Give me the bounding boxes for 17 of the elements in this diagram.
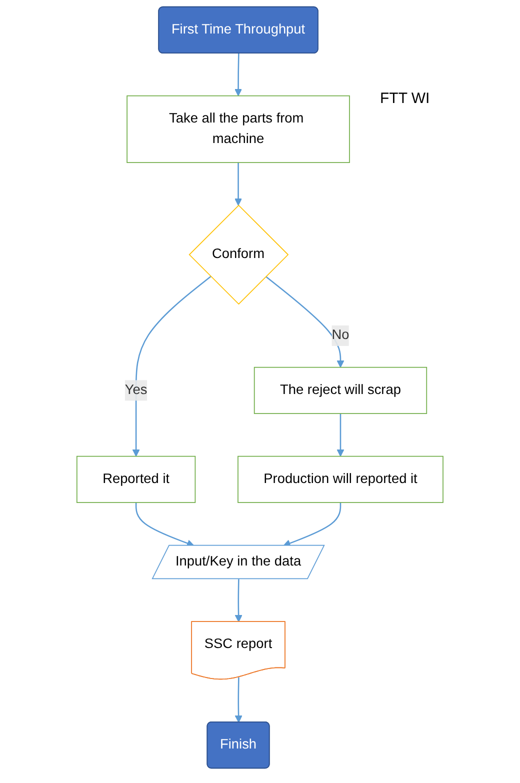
arrow: [283, 502, 342, 547]
node-box: Production will reported it: [238, 456, 444, 503]
node-box: The reject will scrap: [254, 366, 428, 414]
arrow: [234, 579, 242, 622]
arrow: [234, 53, 242, 96]
arrow: [135, 502, 194, 547]
note-text: FTT WI: [380, 90, 430, 107]
arrow: [234, 677, 242, 723]
node-box: Take all the parts from machine: [126, 95, 350, 163]
edge-label: No: [332, 328, 350, 343]
arrow: [336, 414, 344, 457]
edge-label: Yes: [124, 382, 148, 398]
arrow: [234, 162, 242, 206]
arrow: [265, 276, 344, 368]
node-diamond: Conform: [188, 204, 289, 305]
node-box: Reported it: [76, 456, 196, 503]
arrow: [132, 276, 212, 457]
